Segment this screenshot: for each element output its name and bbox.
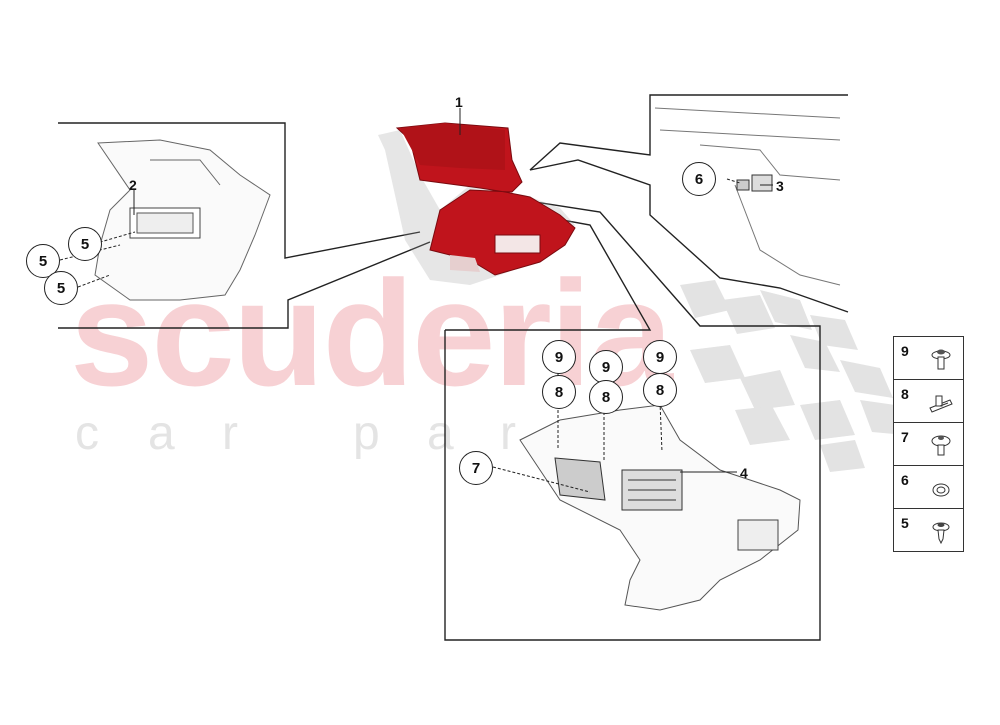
flange-screw-icon: [931, 349, 951, 370]
watermark-letter: a: [148, 407, 175, 460]
tapping-screw-icon: [932, 522, 950, 545]
part-label-2[interactable]: 2: [129, 177, 137, 193]
bottom-detail-frame: [444, 194, 821, 641]
bottom-part-sketch: [519, 404, 801, 611]
callout-5[interactable]: 5: [44, 271, 78, 305]
legend-row-7[interactable]: 7: [894, 423, 963, 466]
callout-6[interactable]: 6: [682, 162, 716, 196]
legend-row-8[interactable]: 8: [894, 380, 963, 423]
callout-8[interactable]: 8: [589, 380, 623, 414]
callout-5[interactable]: 5: [68, 227, 102, 261]
callout-8[interactable]: 8: [542, 375, 576, 409]
fastener-legend: 9 8 7 6: [893, 336, 964, 552]
watermark-letter: a: [427, 407, 454, 460]
pan-head-screw-icon: [931, 435, 951, 456]
callout-9[interactable]: 9: [589, 350, 623, 384]
watermark-letter: r: [222, 407, 238, 460]
part-label-3[interactable]: 3: [776, 178, 784, 194]
main-red-frame: [378, 122, 576, 285]
part-label-4[interactable]: 4: [740, 465, 748, 481]
checkered-flag-watermark: [680, 280, 905, 472]
part-label-1[interactable]: 1: [455, 94, 463, 110]
legend-row-9[interactable]: 9: [894, 337, 963, 380]
watermark-letter: r: [500, 407, 516, 460]
callout-8[interactable]: 8: [643, 373, 677, 407]
legend-row-6[interactable]: 6: [894, 466, 963, 509]
right-detail-frame: [529, 94, 848, 171]
watermark-letter: p: [353, 407, 380, 460]
nut-icon: [932, 483, 950, 497]
left-detail-frame: [58, 122, 421, 259]
callout-7[interactable]: 7: [459, 451, 493, 485]
right-part-sketch: [654, 107, 841, 286]
legend-row-5[interactable]: 5: [894, 509, 963, 551]
left-part-sketch: [94, 139, 271, 301]
clip-nut-icon: [929, 395, 953, 413]
watermark-letter: c: [75, 407, 99, 460]
callout-9[interactable]: 9: [542, 340, 576, 374]
callout-9[interactable]: 9: [643, 340, 677, 374]
